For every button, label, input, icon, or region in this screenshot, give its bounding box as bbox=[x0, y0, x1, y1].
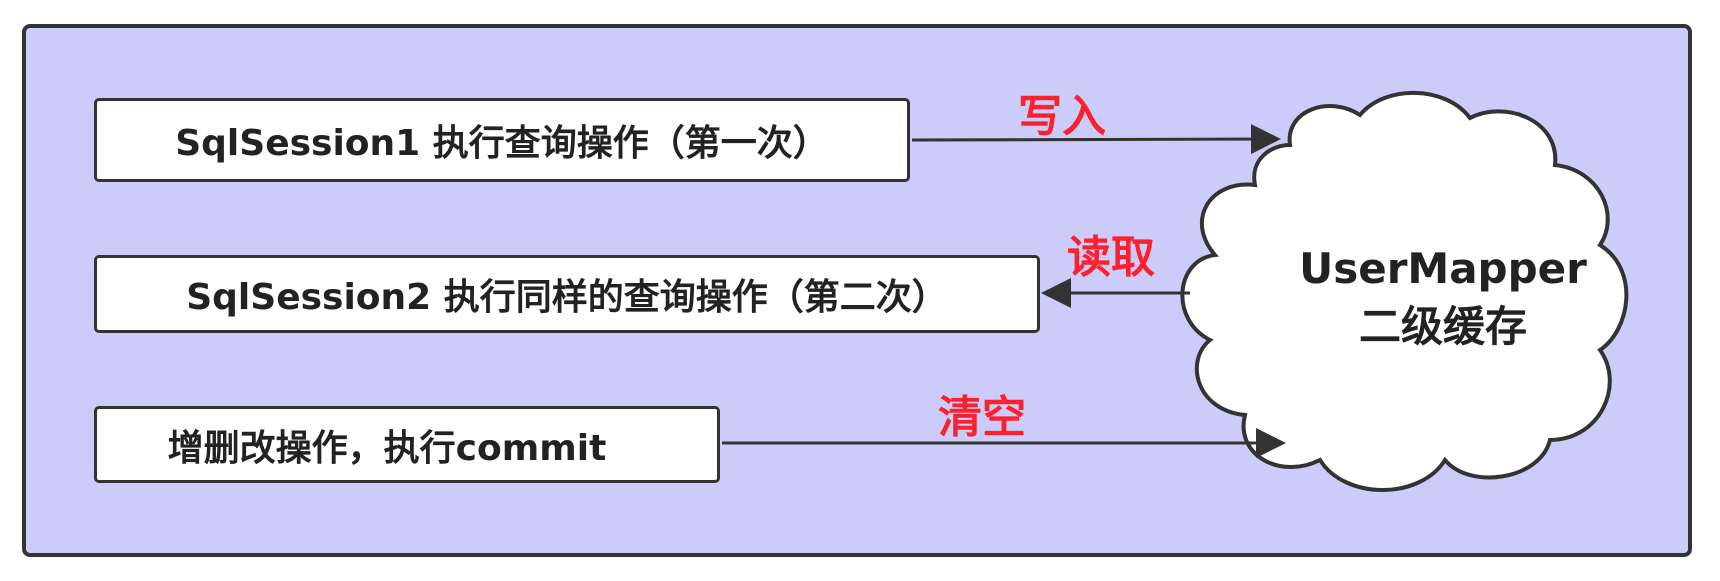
cache-cloud-label: UserMapper 二级缓存 bbox=[1268, 240, 1618, 356]
session1-label: SqlSession1 执行查询操作（第一次） bbox=[175, 123, 829, 164]
session2-label: SqlSession2 执行同样的查询操作（第二次） bbox=[186, 277, 948, 318]
cache-subtitle: 二级缓存 bbox=[1358, 302, 1527, 351]
clear-edge-label: 清空 bbox=[938, 392, 1026, 443]
commit-box: 增删改操作，执行commit bbox=[94, 406, 720, 483]
write-arrow bbox=[911, 124, 1281, 155]
read-edge-label: 读取 bbox=[1067, 232, 1155, 283]
write-edge-label: 写入 bbox=[1018, 91, 1106, 142]
cache-cloud bbox=[1180, 90, 1629, 492]
commit-label: 增删改操作，执行commit bbox=[167, 427, 607, 469]
session2-box: SqlSession2 执行同样的查询操作（第二次） bbox=[94, 255, 1040, 333]
session1-box: SqlSession1 执行查询操作（第一次） bbox=[94, 98, 910, 182]
cache-title: UserMapper bbox=[1299, 244, 1587, 293]
